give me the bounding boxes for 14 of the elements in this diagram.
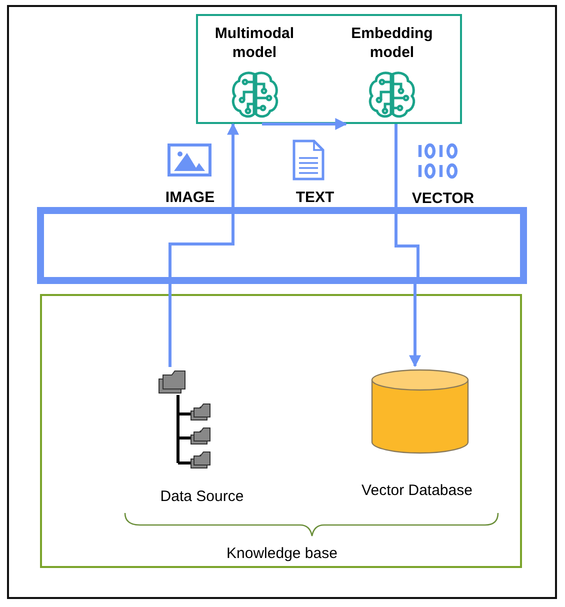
data-type-label: TEXT: [294, 189, 336, 206]
node-label: Embedding model: [350, 24, 434, 62]
node-label: Data Source: [159, 487, 245, 506]
arrow: [409, 284, 421, 368]
arrow: [262, 118, 348, 130]
node-label: Vector Database: [360, 481, 474, 500]
service-band: [37, 207, 527, 284]
node-label: Multimodal model: [214, 24, 296, 62]
data-type-label: VECTOR: [410, 190, 476, 207]
arrow: [227, 122, 239, 207]
model-container: [196, 14, 462, 124]
knowledge-base-box: [40, 294, 522, 568]
group-label: Knowledge base: [226, 544, 338, 563]
data-type-label: IMAGE: [164, 189, 216, 206]
